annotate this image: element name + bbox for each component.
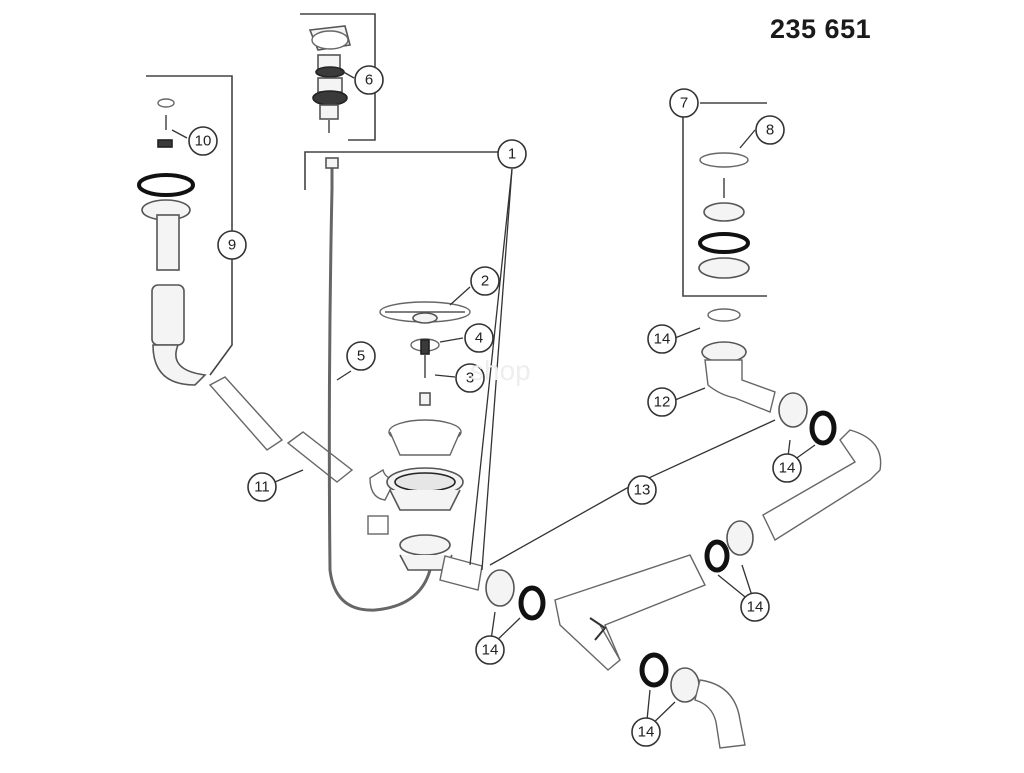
callout-14-middle-right: 14 <box>740 592 770 622</box>
callout-14-bottom: 14 <box>631 717 661 747</box>
callout-9: 9 <box>217 230 247 260</box>
svg-text:14: 14 <box>482 642 499 659</box>
callout-1: 1 <box>497 139 527 169</box>
popup-knob-part <box>308 25 351 133</box>
callout-12: 12 <box>647 387 677 417</box>
control-cable-part <box>327 165 432 612</box>
svg-text:7: 7 <box>680 95 688 112</box>
svg-text:1: 1 <box>508 146 516 163</box>
group-frame-1 <box>304 151 500 190</box>
svg-text:2: 2 <box>481 273 489 290</box>
bottom-elbow-part <box>639 652 746 749</box>
svg-text:14: 14 <box>654 331 671 348</box>
elbow-fitting-part <box>701 341 776 413</box>
svg-text:4: 4 <box>475 330 483 347</box>
leader-lines <box>171 69 816 731</box>
callout-6: 6 <box>354 65 384 95</box>
callout-3: 3 <box>455 363 485 393</box>
callout-7: 7 <box>669 88 699 118</box>
callout-8: 8 <box>755 115 785 145</box>
overflow-assembly-part <box>137 98 207 386</box>
group-frame-7 <box>682 102 767 297</box>
svg-text:9: 9 <box>228 237 236 254</box>
second-strainer-assembly-part <box>698 152 750 322</box>
callout-11: 11 <box>247 472 277 502</box>
callout-2: 2 <box>470 266 500 296</box>
svg-text:6: 6 <box>365 72 373 89</box>
callout-14-right: 14 <box>772 453 802 483</box>
callout-14-top: 14 <box>647 324 677 354</box>
svg-text:14: 14 <box>747 599 764 616</box>
svg-text:11: 11 <box>254 479 270 496</box>
svg-text:5: 5 <box>357 348 365 365</box>
svg-text:14: 14 <box>779 460 796 477</box>
group-frame-9 <box>146 75 233 376</box>
callout-5: 5 <box>346 341 376 371</box>
cable-head-part <box>325 157 339 169</box>
callout-14-left: 14 <box>475 635 505 665</box>
overflow-tube-part <box>208 376 397 501</box>
svg-text:13: 13 <box>634 482 651 499</box>
svg-text:8: 8 <box>766 122 774 139</box>
svg-text:3: 3 <box>466 370 474 387</box>
svg-text:14: 14 <box>638 724 655 741</box>
strainer-assembly-part <box>367 301 483 591</box>
watermark: shop <box>470 355 531 386</box>
center-pipe-part <box>485 520 754 671</box>
callout-13: 13 <box>627 475 657 505</box>
product-code: 235 651 <box>770 14 872 44</box>
svg-text:10: 10 <box>195 133 212 150</box>
callout-4: 4 <box>464 323 494 353</box>
right-long-pipe-part <box>762 392 882 542</box>
callout-10: 10 <box>188 126 218 156</box>
svg-text:12: 12 <box>654 394 671 411</box>
